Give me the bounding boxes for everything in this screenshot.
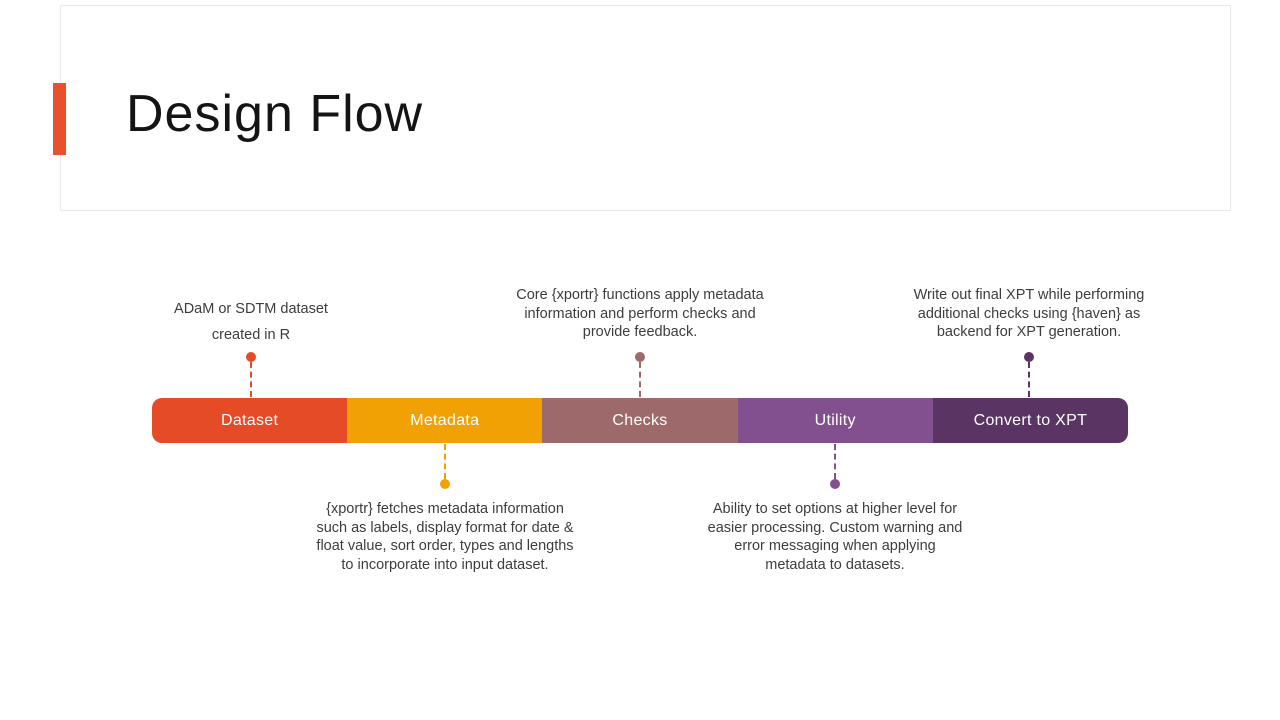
connector-metadata	[440, 444, 450, 489]
process-bar: Dataset Metadata Checks Utility Convert …	[152, 398, 1128, 443]
description-line: error messaging when applying	[734, 538, 936, 555]
segment-label: Dataset	[220, 411, 279, 429]
description-line: backend for XPT generation.	[936, 324, 1122, 341]
connector-dot	[635, 352, 645, 362]
segment-label: Metadata	[410, 411, 480, 429]
segment-utility: Utility	[737, 398, 933, 443]
segment-dataset: Dataset	[152, 398, 348, 443]
description-metadata: {xportr} fetches metadata information su…	[280, 500, 610, 574]
description-line: to incorporate into input dataset.	[341, 556, 549, 573]
description-line: created in R	[211, 327, 291, 343]
description-line: provide feedback.	[582, 324, 698, 341]
description-line: ADaM or SDTM dataset	[174, 301, 328, 317]
segment-label: Utility	[814, 411, 856, 429]
segment-label: Checks	[612, 411, 668, 429]
connector-dot	[830, 479, 840, 489]
connector-dot	[1024, 352, 1034, 362]
description-line: Write out final XPT while performing	[913, 287, 1145, 303]
connector-stem	[250, 362, 252, 397]
description-line: Ability to set options at higher level f…	[712, 501, 958, 517]
connector-stem	[834, 444, 836, 479]
connector-convert-to-xpt	[1024, 352, 1034, 397]
connector-dot	[246, 352, 256, 362]
connector-stem	[639, 362, 641, 397]
description-line: additional checks using {haven} as	[917, 305, 1141, 322]
connector-checks	[635, 352, 645, 397]
description-convert-to-xpt: Write out final XPT while performing add…	[872, 286, 1186, 342]
description-line: easier processing. Custom warning and	[707, 519, 963, 536]
connector-dot	[440, 479, 450, 489]
title-accent-bar	[53, 83, 66, 155]
connector-utility	[830, 444, 840, 489]
title-frame	[60, 5, 1231, 211]
segment-convert-to-xpt: Convert to XPT	[932, 398, 1128, 443]
description-checks: Core {xportr} functions apply metadata i…	[478, 286, 802, 342]
description-line: metadata to datasets.	[765, 556, 905, 573]
connector-stem	[444, 444, 446, 479]
slide-title: Design Flow	[126, 85, 424, 143]
connector-dataset	[246, 352, 256, 397]
description-line: such as labels, display format for date …	[316, 519, 574, 536]
segment-label: Convert to XPT	[973, 411, 1088, 429]
description-dataset: ADaM or SDTM dataset created in R	[121, 296, 381, 348]
connector-stem	[1028, 362, 1030, 397]
description-utility: Ability to set options at higher level f…	[665, 500, 1005, 574]
description-line: float value, sort order, types and lengt…	[316, 538, 574, 555]
description-line: information and perform checks and	[524, 305, 756, 322]
description-line: Core {xportr} functions apply metadata	[516, 287, 764, 303]
description-line: {xportr} fetches metadata information	[326, 501, 564, 517]
segment-metadata: Metadata	[347, 398, 543, 443]
segment-checks: Checks	[542, 398, 738, 443]
